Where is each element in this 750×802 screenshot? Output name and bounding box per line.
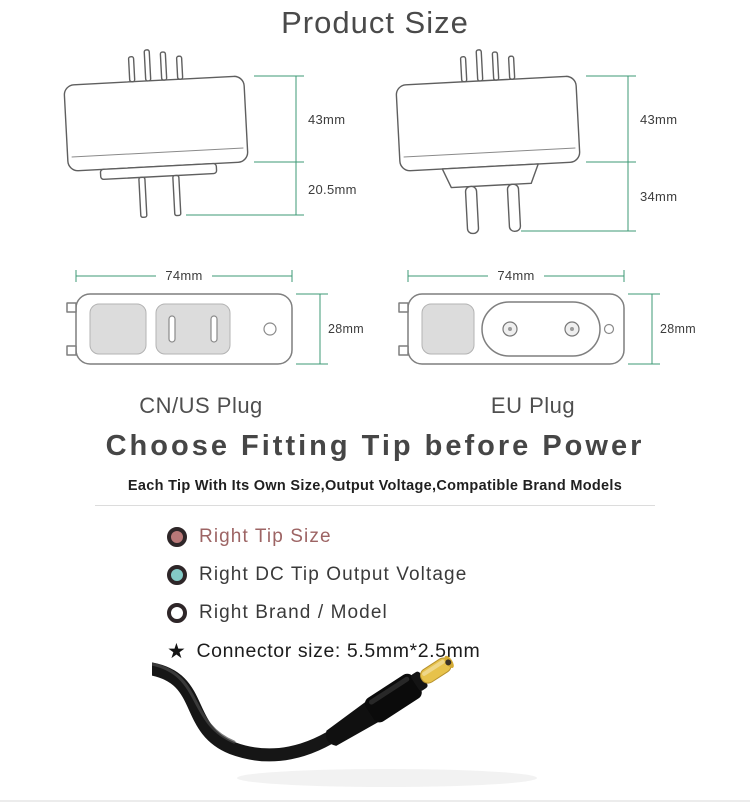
- us-blade: [138, 176, 148, 219]
- dimension-label: 74mm: [165, 268, 202, 283]
- ring-icon: [167, 565, 187, 585]
- eu-adapter-body: [395, 49, 581, 235]
- eu-adapter-side-diagram: 43mm 34mm: [395, 49, 677, 235]
- plug-body: [364, 673, 422, 723]
- screw-hole: [603, 323, 615, 335]
- dimension-label: 43mm: [308, 112, 345, 127]
- clip-tab: [398, 345, 409, 356]
- dimension-body-height: 43mm: [586, 75, 677, 163]
- dimension-label: 43mm: [640, 112, 677, 127]
- dimension-width: 74mm: [407, 267, 625, 284]
- clip-tab: [398, 302, 409, 313]
- bullet-connector-size: ★ Connector size: 5.5mm*2.5mm: [167, 632, 480, 670]
- dc-plug: [325, 655, 454, 746]
- dimension-pin-length: 34mm: [521, 162, 677, 232]
- dimension-body-height: 43mm: [254, 75, 345, 163]
- cnus-plug-bottom-diagram: 74mm 28mm: [66, 267, 364, 365]
- dimension-label: 28mm: [660, 322, 696, 336]
- dimension-height: 28mm: [628, 293, 696, 365]
- dimension-width: 74mm: [75, 267, 293, 284]
- clip-tab: [66, 302, 77, 313]
- contact-pad: [421, 303, 475, 355]
- cnus-adapter-body: [63, 49, 249, 219]
- blade-slot: [168, 315, 176, 343]
- bullet-label: Right DC Tip Output Voltage: [199, 564, 468, 585]
- ring-icon: [167, 527, 187, 547]
- bullet-label: Right Tip Size: [199, 526, 332, 547]
- blade-slot: [210, 315, 218, 343]
- bullet-label: Right Brand / Model: [199, 602, 388, 623]
- dimension-label: 28mm: [328, 322, 364, 336]
- photo-shadow: [237, 769, 537, 787]
- dimension-label: 20.5mm: [308, 182, 357, 197]
- screw-hole: [263, 322, 277, 336]
- dimension-label: 34mm: [640, 189, 677, 204]
- tip-section-heading: Choose Fitting Tip before Power: [105, 430, 645, 462]
- plug-neck: [411, 671, 428, 691]
- tip-section-subheading: Each Tip With Its Own Size,Output Voltag…: [127, 478, 623, 494]
- bullet-right-tip-size: Right Tip Size: [167, 518, 480, 556]
- us-blade: [172, 174, 182, 217]
- cable-highlight: [152, 662, 236, 744]
- clip-tab: [66, 345, 77, 356]
- bullet-right-brand: Right Brand / Model: [167, 594, 480, 632]
- dimension-height: 28mm: [296, 293, 364, 365]
- eu-plug-bottom-diagram: 74mm 28mm: [398, 267, 696, 365]
- eu-pin: [464, 185, 480, 235]
- cnus-plug-caption: CN/US Plug: [139, 393, 263, 418]
- eu-plug-caption: EU Plug: [490, 393, 576, 418]
- dc-connector-photo: [152, 655, 537, 787]
- cable-boot: [325, 701, 380, 746]
- ring-icon: [167, 603, 187, 623]
- star-icon: ★: [167, 639, 187, 663]
- contact-pad: [89, 303, 147, 355]
- dimension-blade-length: 20.5mm: [186, 162, 357, 216]
- bullet-right-voltage: Right DC Tip Output Voltage: [167, 556, 480, 594]
- tip-checklist: Right Tip Size Right DC Tip Output Volta…: [167, 518, 480, 670]
- eu-pin: [506, 183, 522, 232]
- blade-socket-pad: [155, 303, 231, 355]
- pin-recess: [481, 301, 601, 357]
- page-title: Product Size: [281, 5, 469, 40]
- power-cable: [152, 662, 349, 762]
- tip-center-hole: [445, 659, 452, 666]
- cnus-adapter-side-diagram: 43mm 20.5mm: [63, 49, 357, 219]
- dimension-label: 74mm: [497, 268, 534, 283]
- divider: [95, 505, 655, 506]
- bullet-label: Connector size: 5.5mm*2.5mm: [196, 639, 481, 662]
